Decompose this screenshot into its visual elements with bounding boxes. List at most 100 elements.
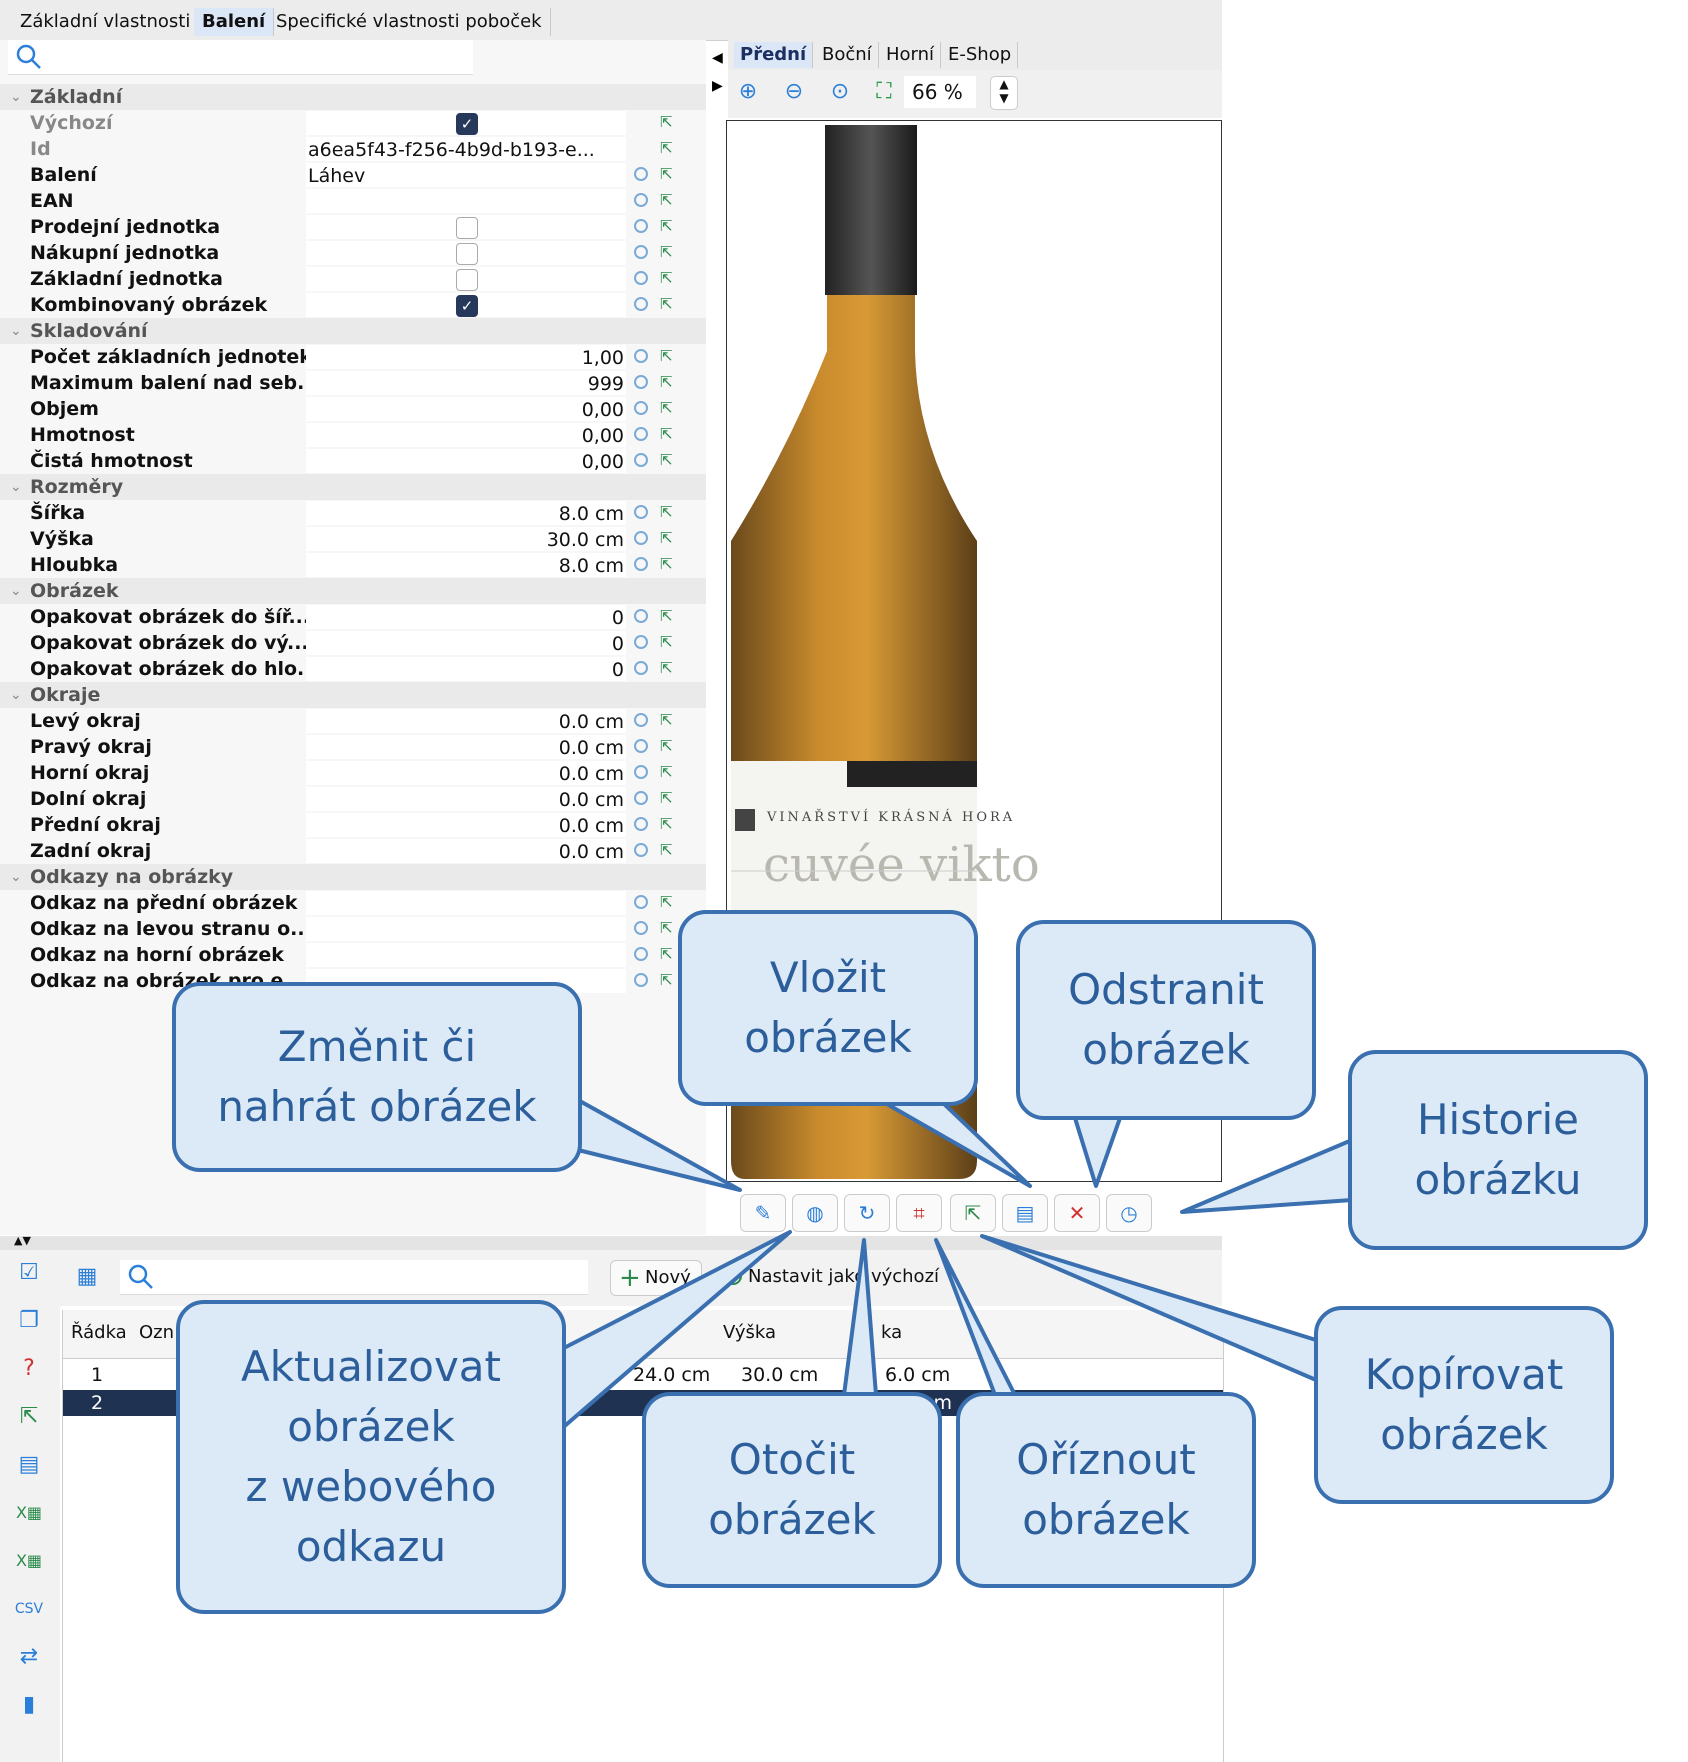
reset-icon[interactable] bbox=[634, 167, 648, 181]
tab-specificke-vlastnosti[interactable]: Specifické vlastnosti poboček bbox=[268, 8, 551, 36]
check-list-icon[interactable]: ☑ bbox=[19, 1260, 39, 1285]
apply-arrow-icon[interactable]: ⇱ bbox=[660, 165, 673, 183]
apply-arrow-icon[interactable]: ⇱ bbox=[660, 295, 673, 313]
reset-icon[interactable] bbox=[634, 609, 648, 623]
crop-icon[interactable]: ⌗ bbox=[896, 1194, 942, 1232]
apply-arrow-icon[interactable]: ⇱ bbox=[660, 659, 673, 677]
reset-icon[interactable] bbox=[634, 557, 648, 571]
tab-horni[interactable]: Horní bbox=[880, 42, 942, 68]
property-row[interactable]: Kombinovaný obrázek✓⇱ bbox=[0, 292, 706, 318]
property-value-field[interactable] bbox=[306, 267, 626, 291]
group-header[interactable]: ⌄Skladování bbox=[0, 318, 706, 344]
zoom-out-icon[interactable]: ⊖ bbox=[784, 79, 804, 104]
property-row[interactable]: Prodejní jednotka⇱ bbox=[0, 214, 706, 240]
help-doc-icon[interactable]: ? bbox=[23, 1356, 35, 1381]
property-value-field[interactable]: 0 bbox=[306, 631, 626, 655]
property-value-field[interactable] bbox=[306, 189, 626, 213]
property-value-field[interactable]: 30.0 cm bbox=[306, 527, 626, 551]
apply-arrow-icon[interactable]: ⇱ bbox=[660, 503, 673, 521]
property-value-field[interactable] bbox=[306, 891, 626, 915]
property-value-field[interactable]: 1,00 bbox=[306, 345, 626, 369]
property-value-field[interactable] bbox=[306, 917, 626, 941]
apply-arrow-icon[interactable]: ⇱ bbox=[660, 243, 673, 261]
reset-icon[interactable] bbox=[634, 817, 648, 831]
reset-icon[interactable] bbox=[634, 271, 648, 285]
property-value-field[interactable]: 0.0 cm bbox=[306, 813, 626, 837]
reset-icon[interactable] bbox=[634, 505, 648, 519]
col-oznaceni[interactable]: Ozn bbox=[139, 1322, 175, 1343]
zoom-full-icon[interactable]: ⛶ bbox=[876, 79, 892, 104]
edit-image-icon[interactable]: ✎ bbox=[740, 1194, 786, 1232]
property-row[interactable]: Odkaz na horní obrázek⇱ bbox=[0, 942, 706, 968]
apply-arrow-icon[interactable]: ⇱ bbox=[660, 425, 673, 443]
col-radka[interactable]: Řádka bbox=[71, 1322, 127, 1343]
property-checkbox[interactable] bbox=[456, 243, 478, 265]
property-checkbox[interactable]: ✓ bbox=[456, 113, 478, 135]
globe-icon[interactable]: ◍ bbox=[792, 1194, 838, 1232]
csv-icon[interactable]: CSV bbox=[14, 1601, 44, 1617]
reset-icon[interactable] bbox=[634, 635, 648, 649]
tab-eshop[interactable]: E-Shop bbox=[942, 42, 1019, 68]
zoom-stepper[interactable]: ▲▼ bbox=[990, 76, 1018, 110]
apply-arrow-icon[interactable]: ⇱ bbox=[660, 789, 673, 807]
property-value-field[interactable]: 999 bbox=[306, 371, 626, 395]
reset-icon[interactable] bbox=[634, 297, 648, 311]
reset-icon[interactable] bbox=[634, 193, 648, 207]
panel-splitter[interactable]: ▲▼ bbox=[0, 1234, 1222, 1250]
zoom-fit-icon[interactable]: ⊙ bbox=[830, 79, 850, 104]
reset-icon[interactable] bbox=[634, 843, 648, 857]
apply-arrow-icon[interactable]: ⇱ bbox=[660, 711, 673, 729]
property-value-field[interactable]: 0.0 cm bbox=[306, 761, 626, 785]
reset-icon[interactable] bbox=[634, 349, 648, 363]
property-value-field[interactable]: 0 bbox=[306, 605, 626, 629]
property-row[interactable]: Opakovat obrázek do šíř...0⇱ bbox=[0, 604, 706, 630]
chevron-down-icon[interactable]: ⌄ bbox=[10, 869, 22, 885]
reset-icon[interactable] bbox=[634, 895, 648, 909]
property-value-field[interactable] bbox=[306, 215, 626, 239]
property-value-field[interactable]: 0.0 cm bbox=[306, 839, 626, 863]
pointer-icon[interactable]: ⇱ bbox=[19, 1404, 39, 1429]
chevron-down-icon[interactable]: ⌄ bbox=[10, 323, 22, 339]
property-value-field[interactable]: 0,00 bbox=[306, 449, 626, 473]
property-checkbox[interactable]: ✓ bbox=[456, 295, 478, 317]
property-row[interactable]: EAN⇱ bbox=[0, 188, 706, 214]
bar-chart-icon[interactable]: ▮ bbox=[22, 1692, 36, 1717]
excel-export-icon[interactable]: X▦ bbox=[15, 1503, 43, 1522]
property-row[interactable]: Základní jednotka⇱ bbox=[0, 266, 706, 292]
apply-arrow-icon[interactable]: ⇱ bbox=[660, 139, 673, 157]
apply-arrow-icon[interactable]: ⇱ bbox=[660, 815, 673, 833]
property-row[interactable]: Odkaz na levou stranu o...⇱ bbox=[0, 916, 706, 942]
property-value-field[interactable]: Láhev bbox=[306, 163, 626, 187]
property-value-field[interactable] bbox=[306, 241, 626, 265]
property-row[interactable]: Výchozí✓⇱ bbox=[0, 110, 706, 136]
apply-arrow-icon[interactable]: ⇱ bbox=[660, 555, 673, 573]
apply-arrow-icon[interactable]: ⇱ bbox=[660, 347, 673, 365]
tab-predni[interactable]: Přední bbox=[734, 42, 814, 68]
image-history-icon[interactable]: ◷ bbox=[1106, 1194, 1152, 1232]
collapse-left-icon[interactable]: ◀ bbox=[712, 50, 723, 66]
reset-icon[interactable] bbox=[634, 791, 648, 805]
table-swap-icon[interactable]: ⇄ bbox=[19, 1644, 39, 1669]
tab-bocni[interactable]: Boční bbox=[816, 42, 879, 68]
property-value-field[interactable]: 0.0 cm bbox=[306, 787, 626, 811]
table-settings-icon[interactable]: ▦ bbox=[76, 1264, 98, 1289]
property-row[interactable]: Nákupní jednotka⇱ bbox=[0, 240, 706, 266]
document-icon[interactable]: ▤ bbox=[18, 1452, 40, 1477]
paste-image-icon[interactable]: ▤ bbox=[1002, 1194, 1048, 1232]
apply-arrow-icon[interactable]: ⇱ bbox=[660, 971, 673, 989]
reset-icon[interactable] bbox=[634, 713, 648, 727]
col-hloubka[interactable]: ka bbox=[881, 1322, 903, 1343]
apply-arrow-icon[interactable]: ⇱ bbox=[660, 191, 673, 209]
table-row[interactable]: 1 24.0 cm 30.0 cm 6.0 cm bbox=[63, 1362, 1223, 1388]
copy-image-icon[interactable]: ⇱ bbox=[950, 1194, 996, 1232]
excel-settings-icon[interactable]: X▦ bbox=[15, 1551, 43, 1570]
group-header[interactable]: ⌄Odkazy na obrázky bbox=[0, 864, 706, 890]
property-value-field[interactable]: 0.0 cm bbox=[306, 709, 626, 733]
